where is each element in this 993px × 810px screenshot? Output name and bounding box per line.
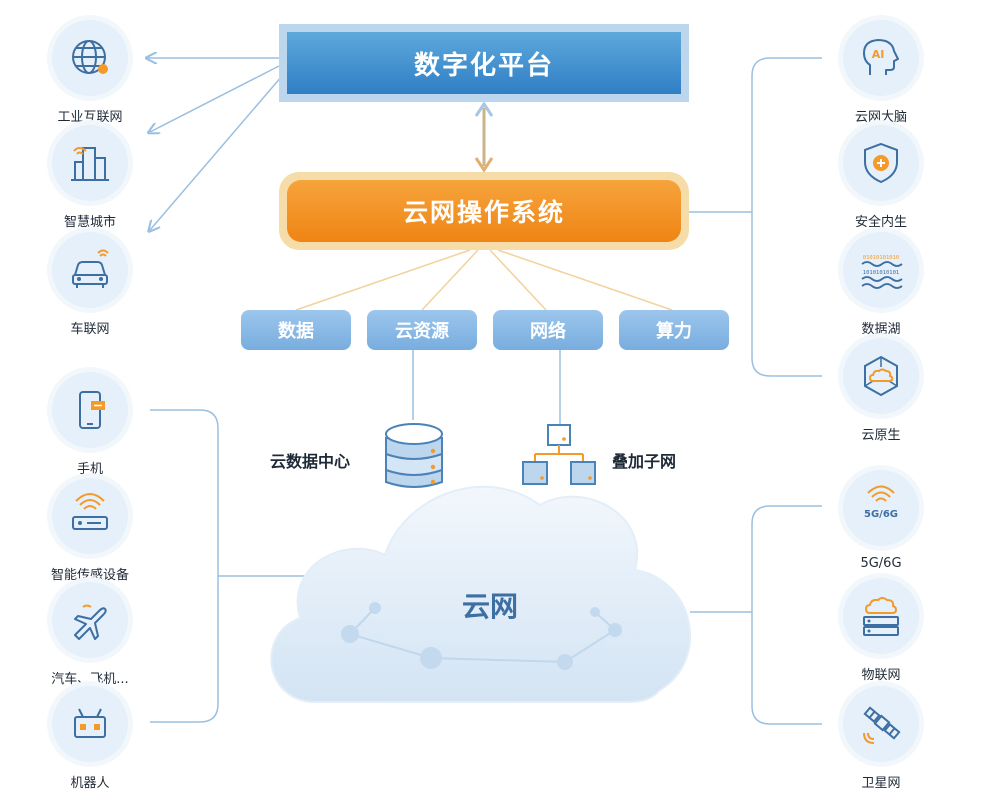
node-smart-city-label: 智慧城市: [63, 215, 116, 230]
globe-icon: [72, 40, 108, 74]
airplane-icon: [74, 604, 107, 640]
capability-cloud-resource: 云资源: [367, 310, 477, 350]
node-data-lake: 01010101010 10101010101 数据湖: [836, 232, 926, 337]
node-cloud-brain: AI 云网大脑: [836, 20, 926, 125]
node-iot-label: 物联网: [861, 668, 901, 683]
node-cloud-brain-label: 云网大脑: [854, 110, 907, 125]
node-vehicles: 汽车、飞机...: [45, 582, 135, 687]
iot-router-icon: [863, 597, 899, 636]
digital-platform-box: 数字化平台: [279, 24, 689, 102]
svg-text:10101010101: 10101010101: [863, 270, 899, 276]
node-phone-label: 手机: [76, 462, 103, 477]
node-5g-6g: 5G/6G 5G/6G: [836, 470, 926, 571]
node-iot: 物联网: [836, 578, 926, 683]
robot-icon: [74, 708, 106, 738]
node-5g-6g-label: 5G/6G: [860, 556, 902, 571]
ai-brain-icon: AI: [863, 39, 899, 75]
wireless-5g-icon: 5G/6G: [864, 485, 898, 520]
city-icon: [71, 147, 109, 181]
cloud-network-label: 云网: [461, 590, 518, 623]
cloud-native-icon: [864, 355, 898, 397]
node-data-lake-label: 数据湖: [861, 322, 901, 337]
cloud-network-shape: [270, 485, 692, 703]
node-phone: 手机: [45, 372, 135, 477]
node-smart-city: 智慧城市: [45, 125, 135, 230]
satellite-icon: [863, 706, 901, 744]
bidirectional-arrow: [474, 101, 494, 173]
overlay-subnet-icon: [522, 424, 596, 485]
database-icon: [385, 423, 443, 488]
data-lake-icon: 01010101010 10101010101: [861, 255, 903, 289]
digital-platform-title: 数字化平台: [287, 32, 681, 94]
node-endogenous-security: 安全内生: [836, 125, 926, 230]
capability-network: 网络: [493, 310, 603, 350]
node-cloud-native-label: 云原生: [861, 428, 901, 443]
node-iov: 车联网: [45, 232, 135, 337]
arrow-to-iov: [150, 75, 283, 230]
node-smart-sensor-label: 智能传感设备: [50, 568, 129, 583]
node-vehicles-label: 汽车、飞机...: [51, 672, 129, 687]
svg-text:01010101010: 01010101010: [863, 255, 899, 261]
car-icon: [72, 249, 109, 288]
cloud-os-title: 云网操作系统: [287, 180, 681, 242]
datacenter-label: 云数据中心: [270, 452, 351, 471]
node-robot: 机器人: [45, 686, 135, 791]
cloud-os-box: 云网操作系统: [279, 172, 689, 250]
node-cloud-native: 云原生: [836, 338, 926, 443]
node-robot-label: 机器人: [70, 776, 110, 791]
node-satellite-network: 卫星网: [836, 686, 926, 791]
capability-compute: 算力: [619, 310, 729, 350]
node-iov-label: 车联网: [70, 322, 110, 337]
phone-icon: [79, 391, 105, 429]
overlay-subnet-label: 叠加子网: [612, 452, 677, 471]
svg-text:AI: AI: [872, 48, 885, 61]
shield-icon: [864, 142, 898, 184]
capability-data: 数据: [241, 310, 351, 350]
node-endogenous-security-label: 安全内生: [854, 215, 907, 230]
sensor-icon: [72, 493, 108, 530]
arrow-to-smart-city: [150, 65, 280, 132]
node-satellite-network-label: 卫星网: [861, 776, 901, 791]
node-industrial-internet-label: 工业互联网: [57, 110, 123, 125]
node-smart-sensor: 智能传感设备: [45, 478, 135, 583]
svg-text:5G/6G: 5G/6G: [864, 509, 898, 520]
node-industrial-internet: 工业互联网: [45, 20, 135, 125]
